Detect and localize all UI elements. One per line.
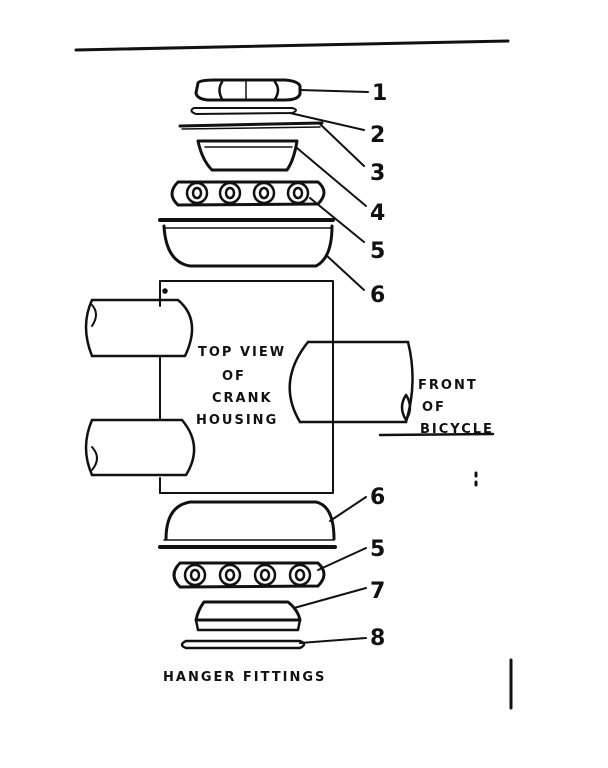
front-label-line-3: BICYCLE [420,422,494,437]
housing-label-line-3: CRANK [212,391,273,406]
left-tube-top [84,298,194,358]
front-label-line-2: OF [422,400,446,415]
part-2-washer [190,107,297,115]
housing-label-line-2: OF [222,369,246,384]
front-underline [378,432,495,437]
part-7-fixed-cone [194,600,302,632]
part-6-cup-bottom [158,500,337,549]
part-1-locknut [194,78,302,102]
housing-label: TOP VIEW OF CRANK HOUSING [196,345,286,428]
part-number-1: 1 [372,81,387,106]
part-number-6: 6 [370,283,385,308]
part-number-4: 4 [370,201,385,226]
diagram-caption: HANGER FITTINGS [163,670,326,685]
part-number-labels: 1 2 3 4 5 6 6 5 7 8 [370,81,387,651]
part-number-8: 8 [370,626,385,651]
right-tube [288,340,414,424]
part-5-ball-retainer-bottom [172,561,326,589]
part-number-7: 7 [370,579,385,604]
part-8-washer [180,639,306,650]
crank-housing-outline [159,280,334,494]
part-6-cup-top [158,218,335,268]
part-number-2: 2 [370,123,385,148]
part-number-5: 5 [370,239,385,264]
part-4-cone [196,139,299,172]
part-5-ball-retainer-top [170,180,326,207]
top-rule [74,39,510,52]
part-3-keyed-washer [178,121,324,130]
part-number-5-lower: 5 [370,537,385,562]
leader-lines [289,89,369,644]
front-label-line-1: FRONT [418,378,478,393]
front-label: FRONT OF BICYCLE [418,378,494,437]
housing-label-line-4: HOUSING [196,413,278,428]
part-number-3: 3 [370,161,385,186]
left-tube-bottom [84,418,196,477]
housing-label-line-1: TOP VIEW [198,345,286,360]
part-number-6-lower: 6 [370,485,385,510]
